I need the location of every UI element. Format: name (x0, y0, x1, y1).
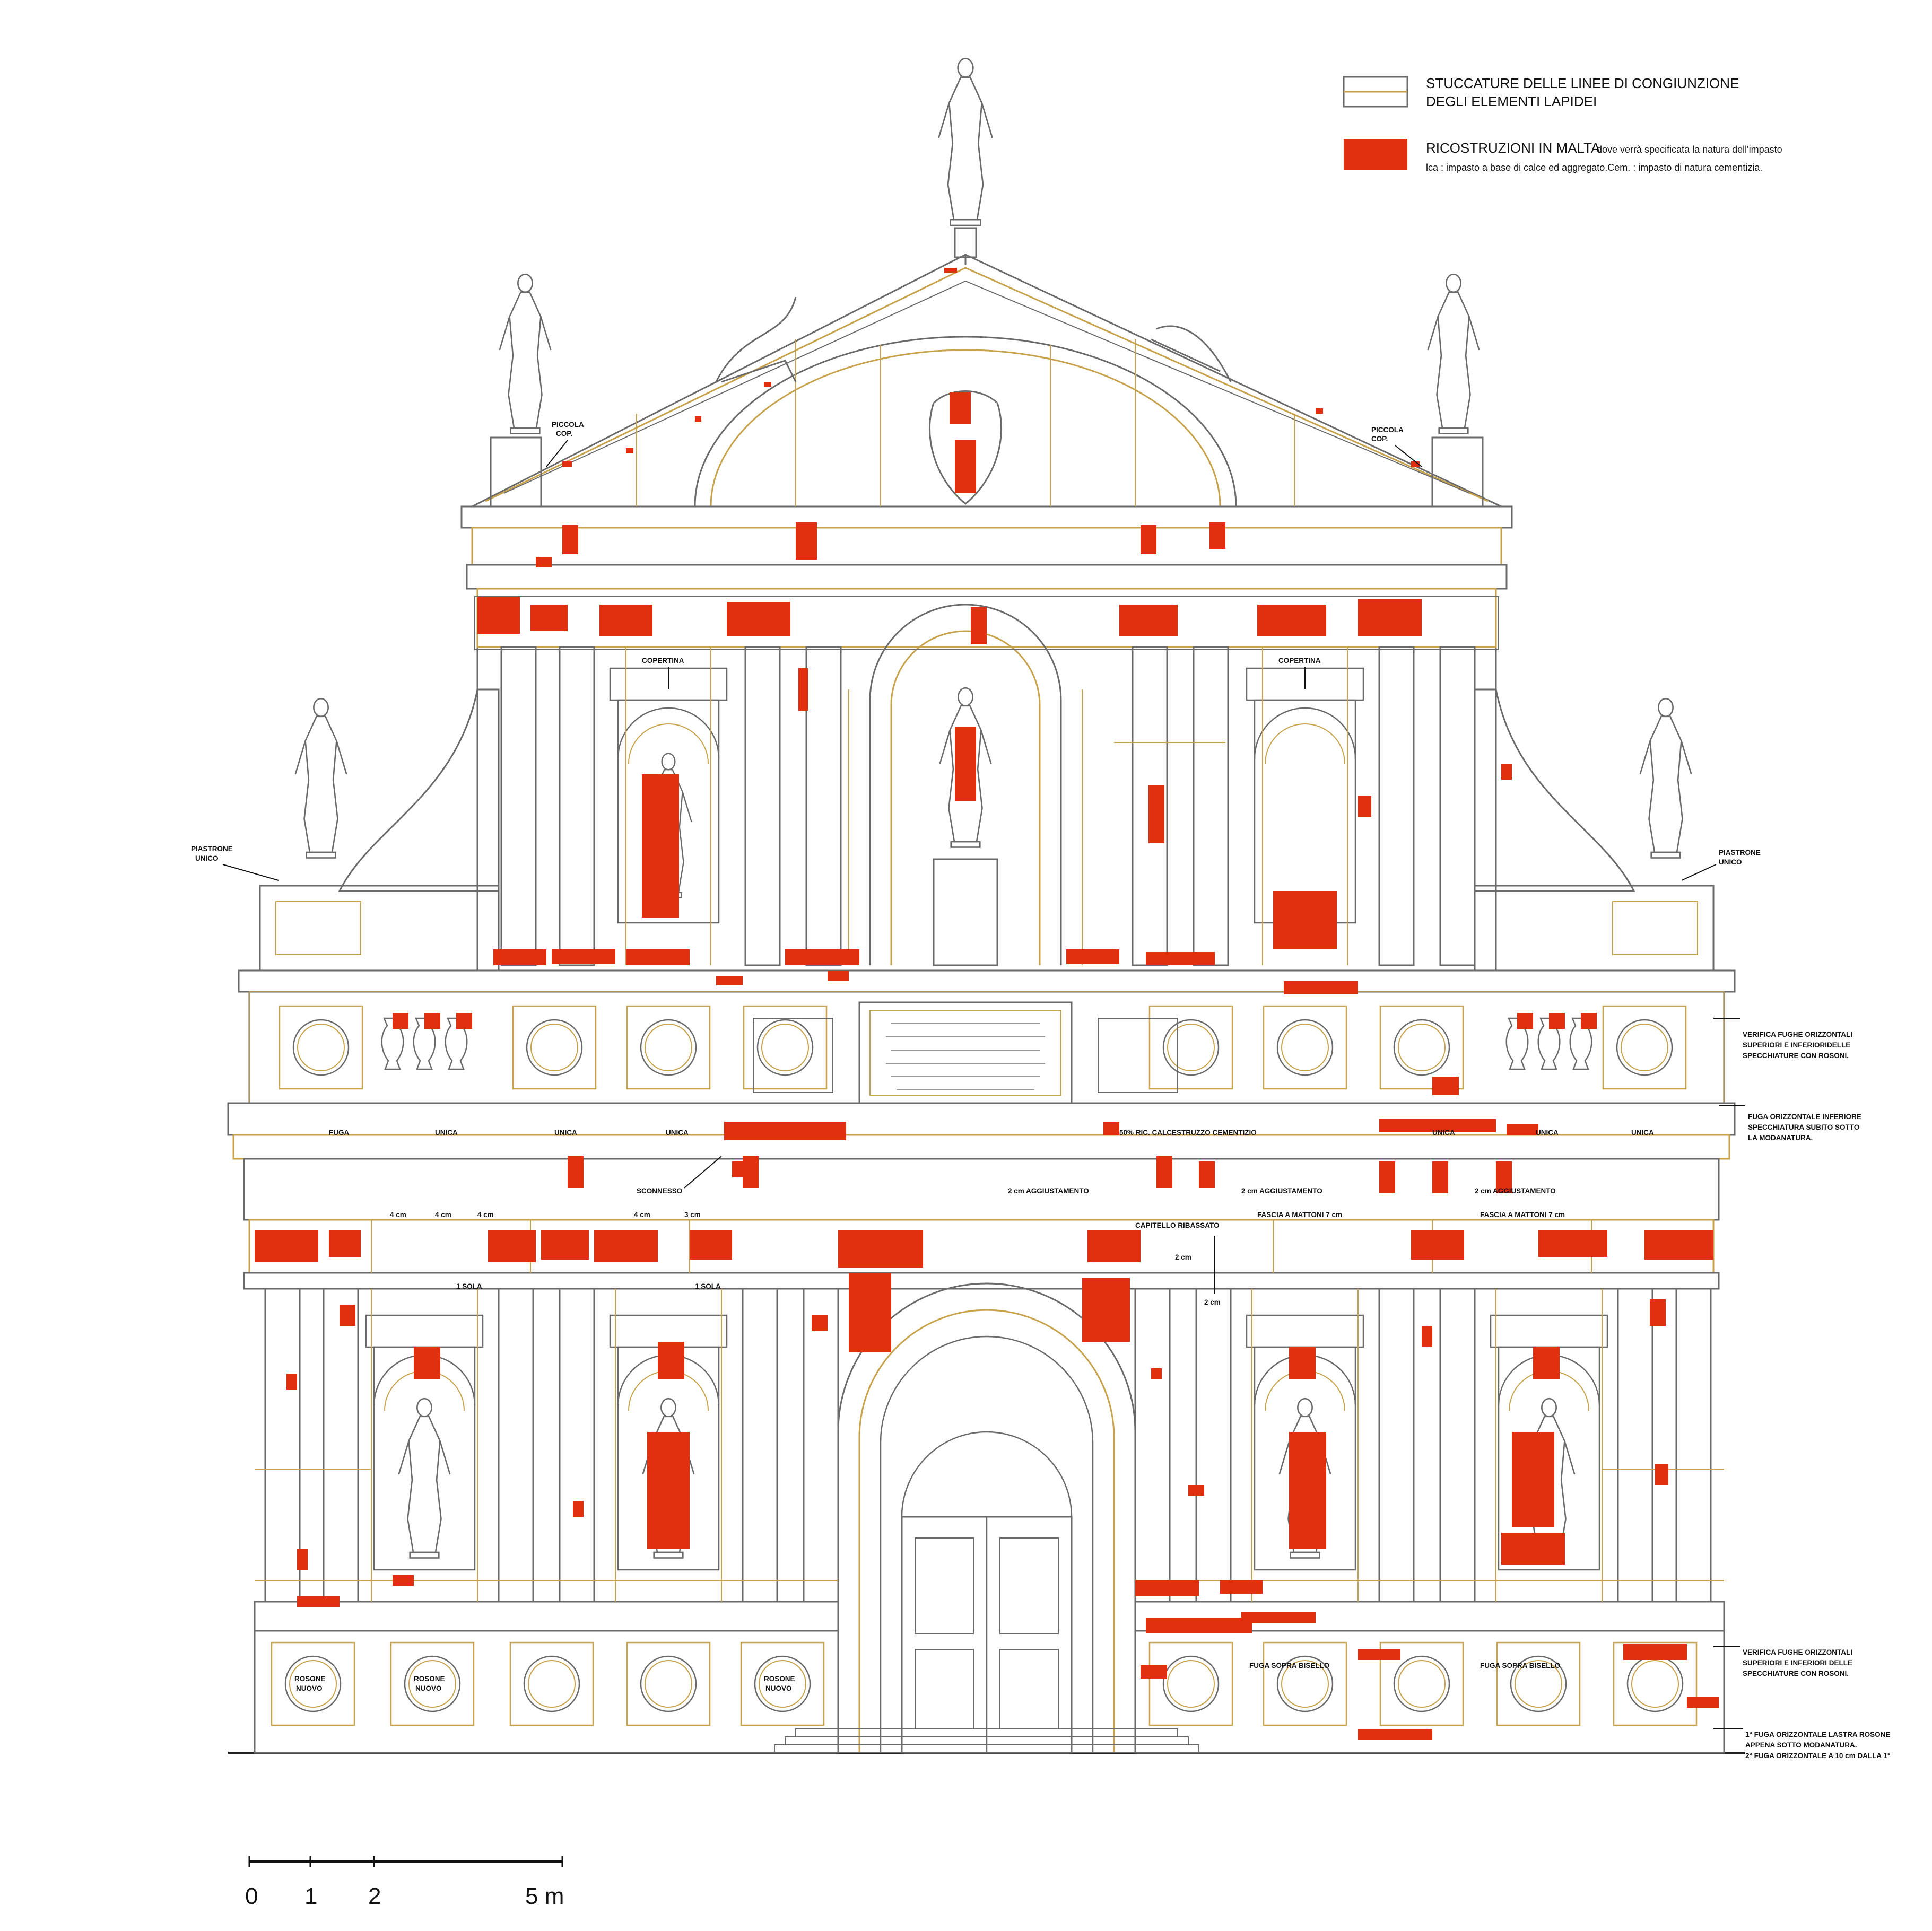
label-fuga-bisello-2: FUGA SOPRA BISELLO (1480, 1662, 1560, 1670)
label-piccola-cop-left-2: COP. (556, 430, 572, 438)
label-unica-6: UNICA (1631, 1129, 1654, 1137)
legend-mortar-swatch (1344, 139, 1407, 170)
roundel-upper-6 (1263, 1005, 1347, 1090)
label-unica-4: UNICA (1432, 1129, 1455, 1137)
inscription-plaque (753, 1001, 1178, 1104)
legend-mortar-title: RICOSTRUZIONI IN MALTA (1426, 140, 1600, 156)
label-rosone-c-2: NUOVO (765, 1684, 792, 1692)
legend-joint-line2: DEGLI ELEMENTI LAPIDEI (1426, 93, 1597, 109)
legend-mortar-line2: lca : impasto a base di calce ed aggrega… (1426, 162, 1762, 173)
label-rosone-b-1: ROSONE (414, 1675, 445, 1683)
label-copertina-left: COPERTINA (642, 657, 684, 665)
scale-tick-1: 1 (304, 1883, 317, 1909)
main-portal (774, 1282, 1199, 1754)
label-verifica-bot-2: SUPERIORI E INFERIORI DELLE (1743, 1659, 1852, 1667)
label-piastrone-left-1: PIASTRONE (191, 845, 233, 853)
roundel-upper-7 (1379, 1005, 1464, 1090)
label-ric-cls: 50% RIC. CALCESTRUZZO CEMENTIZIO (1119, 1129, 1257, 1137)
roundel-upper-2 (512, 1005, 597, 1090)
label-piccola-cop-right-2: COP. (1371, 435, 1388, 443)
roundel-lower-3 (509, 1641, 594, 1726)
roundel-upper-1 (279, 1005, 363, 1090)
statue-attic-left (294, 697, 347, 859)
label-piastrone-left-2: UNICO (195, 854, 219, 862)
label-copertina-right: COPERTINA (1278, 657, 1321, 665)
label-fuga-inf-1: FUGA ORIZZONTALE INFERIORE (1748, 1113, 1861, 1121)
scale-tick-0: 0 (245, 1883, 258, 1909)
label-4cm-2: 4 cm (435, 1211, 451, 1219)
roundel-lower-5 (740, 1641, 825, 1726)
legend-mortar-note: dove verrà specificata la natura dell'im… (1597, 144, 1782, 155)
statue-attic-right (1639, 697, 1692, 859)
scale-tick-5m: 5 m (525, 1883, 564, 1909)
label-4cm-1: 4 cm (390, 1211, 406, 1219)
label-4cm-4: 4 cm (634, 1211, 650, 1219)
label-rosone-a-2: NUOVO (296, 1684, 323, 1692)
statue-top-center (938, 58, 993, 226)
scale-tick-2: 2 (368, 1883, 381, 1909)
label-rosone-a-1: ROSONE (294, 1675, 326, 1683)
label-unica-5: UNICA (1536, 1129, 1559, 1137)
label-rosone-c-1: ROSONE (764, 1675, 795, 1683)
annotations: PICCOLA COP. PICCOLA COP. COPERTINA COPE… (191, 421, 1890, 1760)
roundel-upper-3 (626, 1005, 711, 1090)
label-1-sola-2: 1 SOLA (695, 1282, 721, 1290)
label-fascia-1: FASCIA A MATTONI 7 cm (1257, 1211, 1342, 1219)
scale-bar: 0 1 2 5 m (245, 1856, 564, 1909)
label-4cm-3: 4 cm (477, 1211, 494, 1219)
statue-top-right (1427, 273, 1480, 434)
label-capitello: CAPITELLO RIBASSATO (1135, 1221, 1220, 1229)
roundel-lower-9 (1496, 1641, 1581, 1726)
label-2cm-a: 2 cm (1175, 1253, 1191, 1261)
statue-top-left (499, 273, 552, 434)
label-unica-1: UNICA (435, 1129, 458, 1137)
label-unica-2: UNICA (554, 1129, 577, 1137)
label-verifica-top-3: SPECCHIATURE CON ROSONI. (1743, 1052, 1849, 1060)
label-aggiust-3: 2 cm AGGIUSTAMENTO (1475, 1187, 1556, 1195)
label-verifica-bot-3: SPECCHIATURE CON ROSONI. (1743, 1670, 1849, 1677)
label-2cm-b: 2 cm (1204, 1298, 1221, 1306)
label-piastrone-right-2: UNICO (1719, 858, 1742, 866)
facade: PICCOLA COP. PICCOLA COP. COPERTINA COPE… (191, 58, 1890, 1760)
label-verifica-top-1: VERIFICA FUGHE ORIZZONTALI (1743, 1030, 1852, 1038)
label-piccola-cop-right-1: PICCOLA (1371, 426, 1404, 434)
label-fuga-bisello-1: FUGA SOPRA BISELLO (1249, 1662, 1329, 1670)
label-verifica-bot-1: VERIFICA FUGHE ORIZZONTALI (1743, 1648, 1852, 1656)
roundel-lower-7 (1263, 1641, 1347, 1726)
label-piccola-cop-left-1: PICCOLA (552, 421, 584, 429)
label-verifica-top-2: SUPERIORI E INFERIORIDELLE (1743, 1041, 1850, 1049)
mortar-reconstructions (255, 268, 1719, 1740)
pediment (460, 254, 1513, 590)
label-fuga-lastra-3: 2° FUGA ORIZZONTALE A 10 cm DALLA 1° (1745, 1752, 1890, 1760)
label-1-sola-1: 1 SOLA (456, 1282, 482, 1290)
label-fuga-lastra-1: 1° FUGA ORIZZONTALE LASTRA ROSONE (1745, 1731, 1890, 1738)
label-rosone-b-2: NUOVO (415, 1684, 442, 1692)
statue-niche-lower-1 (398, 1397, 451, 1559)
label-fascia-2: FASCIA A MATTONI 7 cm (1480, 1211, 1565, 1219)
label-unica-3: UNICA (666, 1129, 689, 1137)
roundel-upper-8 (1602, 1005, 1687, 1090)
label-aggiust-2: 2 cm AGGIUSTAMENTO (1241, 1187, 1322, 1195)
legend: STUCCATURE DELLE LINEE DI CONGIUNZIONE D… (1343, 75, 1782, 173)
label-fuga-lastra-2: APPENA SOTTO MODANATURA. (1745, 1741, 1857, 1749)
label-sconnesso: SCONNESSO (637, 1187, 682, 1195)
label-fuga-inf-2: SPECCHIATURA SUBITO SOTTO (1748, 1123, 1859, 1131)
roundel-lower-2 (390, 1641, 475, 1726)
roundel-lower-1 (271, 1641, 355, 1726)
label-fuga-inf-3: LA MODANATURA. (1748, 1134, 1813, 1142)
roundel-lower-4 (626, 1641, 711, 1726)
label-piastrone-right-1: PIASTRONE (1719, 849, 1761, 857)
niche-upper-right (1246, 667, 1364, 924)
label-fuga: FUGA (329, 1129, 349, 1137)
label-aggiust-1: 2 cm AGGIUSTAMENTO (1008, 1187, 1089, 1195)
label-3cm: 3 cm (684, 1211, 701, 1219)
legend-joint-line1: STUCCATURE DELLE LINEE DI CONGIUNZIONE (1426, 75, 1739, 91)
roundel-lower-6 (1148, 1641, 1233, 1726)
